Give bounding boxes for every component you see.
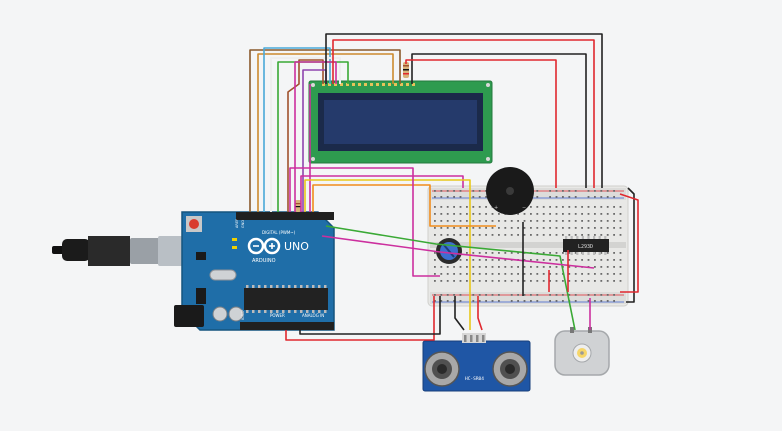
piezo-buzzer[interactable]: + − (486, 167, 534, 215)
lcd-resistor[interactable] (403, 62, 409, 78)
analog-power-header[interactable] (240, 322, 334, 330)
usb-cable-head (62, 239, 90, 261)
power-pins-label: POWER (270, 313, 285, 318)
power-jack (174, 305, 204, 327)
ultrasonic-sensor[interactable]: HC-SR04 (422, 333, 531, 392)
breadboard[interactable] (427, 185, 629, 307)
l293d-driver-chip[interactable]: L293D (563, 236, 609, 255)
lcd-16x2-display[interactable] (308, 80, 493, 164)
svg-text:−: − (522, 205, 526, 211)
l293d-label: L293D (578, 244, 593, 250)
uno-brand-label: UNO (284, 240, 309, 253)
digital-pins-label: DIGITAL (PWM~) (262, 230, 296, 235)
atmega-chip (244, 288, 328, 310)
svg-text:+: + (494, 205, 498, 211)
arduino-uno-board[interactable]: UNO ARDUINO DIGITAL (PWM~) POWER ANALOG … (52, 211, 335, 331)
potentiometer[interactable] (436, 238, 462, 264)
reset-button[interactable] (189, 219, 199, 229)
lcd-screen (324, 100, 477, 144)
gnd-pin-label: GND (241, 220, 245, 228)
aref-label: AREF (235, 219, 239, 228)
ultrasonic-model-label: HC-SR04 (465, 376, 484, 382)
dc-motor[interactable] (554, 327, 610, 376)
lcd-pin-header (322, 83, 415, 86)
digital-header[interactable] (236, 212, 334, 220)
arduino-logo-icon (247, 237, 281, 255)
arduino-resistor[interactable] (295, 200, 301, 212)
analog-pins-label: ANALOG IN (302, 313, 324, 318)
arduino-maker-label: ARDUINO (252, 258, 276, 264)
usb-connector (130, 238, 162, 264)
ioref-label: IOREF (241, 310, 245, 320)
wires (249, 33, 639, 341)
